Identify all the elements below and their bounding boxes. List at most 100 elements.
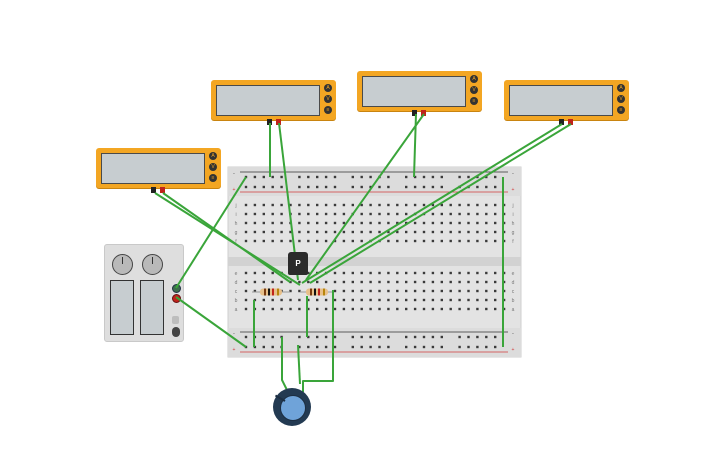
hole[interactable] [502, 203, 506, 207]
hole[interactable] [271, 298, 274, 302]
hole[interactable] [431, 298, 435, 302]
hole[interactable] [431, 230, 435, 234]
hole[interactable] [333, 175, 337, 179]
hole[interactable] [422, 230, 426, 234]
hole[interactable] [449, 221, 452, 225]
hole[interactable] [244, 289, 248, 293]
hole[interactable] [440, 185, 443, 189]
hole[interactable] [396, 307, 399, 311]
hole[interactable] [458, 185, 461, 189]
hole[interactable] [289, 289, 292, 293]
hole[interactable] [333, 345, 337, 349]
hole[interactable] [458, 335, 461, 339]
hole[interactable] [413, 185, 417, 189]
hole[interactable] [324, 203, 328, 207]
hole[interactable] [378, 345, 381, 349]
negative-terminal[interactable] [172, 284, 181, 293]
hole[interactable] [360, 271, 363, 275]
ammeter-port[interactable]: A [470, 75, 478, 83]
hole[interactable] [422, 335, 426, 339]
hole[interactable] [262, 185, 265, 189]
hole[interactable] [387, 203, 390, 207]
hole[interactable] [262, 203, 265, 207]
hole[interactable] [244, 307, 248, 311]
hole[interactable] [324, 335, 328, 339]
hole[interactable] [422, 221, 426, 225]
hole[interactable] [431, 203, 435, 207]
hole[interactable] [449, 280, 452, 284]
hole[interactable] [333, 307, 337, 311]
hole[interactable] [244, 230, 248, 234]
hole[interactable] [502, 230, 506, 234]
hole[interactable] [351, 175, 354, 179]
hole[interactable] [378, 271, 381, 275]
hole[interactable] [253, 221, 257, 225]
hole[interactable] [316, 271, 319, 275]
hole[interactable] [378, 289, 381, 293]
hole[interactable] [253, 271, 257, 275]
hole[interactable] [307, 230, 310, 234]
voltage-knob[interactable] [112, 254, 133, 275]
hole[interactable] [494, 203, 497, 207]
hole[interactable] [440, 212, 443, 216]
hole[interactable] [494, 230, 497, 234]
hole[interactable] [298, 307, 301, 311]
hole[interactable] [396, 289, 399, 293]
common-port[interactable]: ≡ [617, 106, 625, 114]
hole[interactable] [316, 230, 319, 234]
probe-black[interactable] [412, 110, 417, 116]
hole[interactable] [387, 280, 390, 284]
hole[interactable] [351, 185, 354, 189]
hole[interactable] [378, 230, 381, 234]
hole[interactable] [271, 239, 274, 243]
hole[interactable] [494, 298, 497, 302]
hole[interactable] [369, 185, 372, 189]
hole[interactable] [396, 271, 399, 275]
hole[interactable] [244, 212, 248, 216]
hole[interactable] [458, 307, 461, 311]
hole[interactable] [378, 307, 381, 311]
hole[interactable] [378, 280, 381, 284]
hole[interactable] [262, 289, 265, 293]
hole[interactable] [440, 203, 443, 207]
hole[interactable] [413, 345, 417, 349]
hole[interactable] [253, 175, 257, 179]
hole[interactable] [360, 203, 363, 207]
hole[interactable] [502, 212, 506, 216]
hole[interactable] [307, 175, 310, 179]
hole[interactable] [467, 345, 470, 349]
hole[interactable] [271, 221, 274, 225]
hole[interactable] [351, 345, 354, 349]
hole[interactable] [262, 212, 265, 216]
hole[interactable] [413, 221, 417, 225]
hole[interactable] [298, 298, 301, 302]
hole[interactable] [262, 271, 265, 275]
hole[interactable] [440, 271, 443, 275]
hole[interactable] [271, 335, 274, 339]
hole[interactable] [467, 175, 470, 179]
hole[interactable] [307, 212, 310, 216]
hole[interactable] [467, 335, 470, 339]
hole[interactable] [324, 230, 328, 234]
hole[interactable] [262, 239, 265, 243]
hole[interactable] [405, 335, 408, 339]
hole[interactable] [494, 175, 497, 179]
hole[interactable] [422, 203, 426, 207]
hole[interactable] [387, 298, 390, 302]
hole[interactable] [316, 221, 319, 225]
hole[interactable] [494, 271, 497, 275]
hole[interactable] [360, 335, 363, 339]
hole[interactable] [324, 221, 328, 225]
hole[interactable] [476, 289, 479, 293]
hole[interactable] [271, 212, 274, 216]
hole[interactable] [280, 230, 283, 234]
hole[interactable] [324, 345, 328, 349]
hole[interactable] [440, 230, 443, 234]
hole[interactable] [324, 185, 328, 189]
hole[interactable] [253, 203, 257, 207]
hole[interactable] [387, 185, 390, 189]
hole[interactable] [476, 239, 479, 243]
hole[interactable] [351, 212, 354, 216]
hole[interactable] [449, 298, 452, 302]
hole[interactable] [476, 298, 479, 302]
